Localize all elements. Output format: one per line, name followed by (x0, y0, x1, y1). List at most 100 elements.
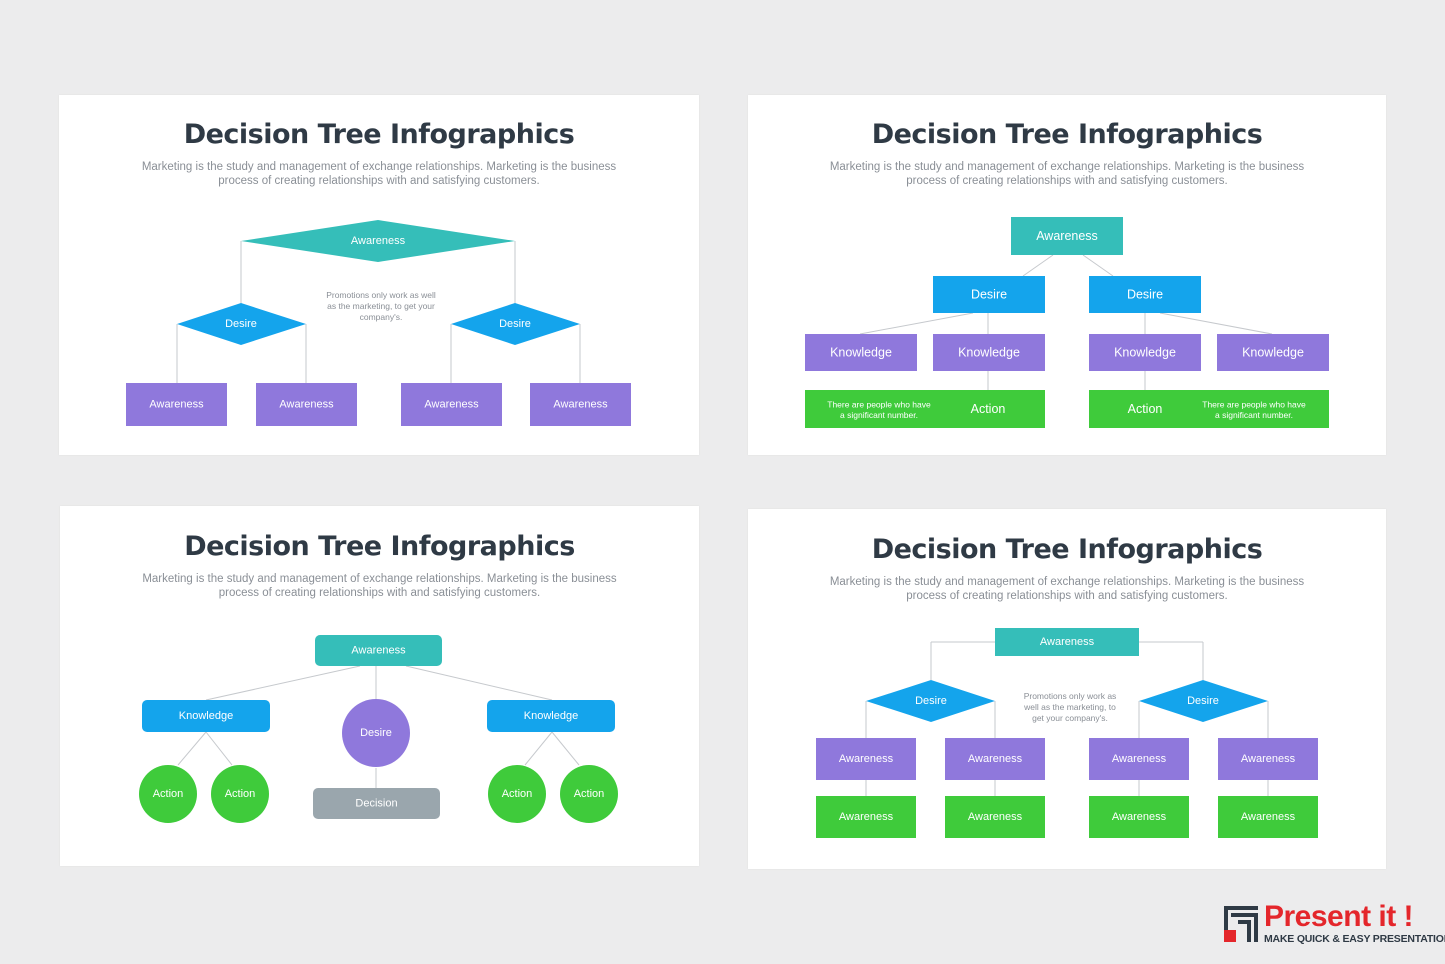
node-knowledge-1: Knowledge (805, 334, 917, 371)
svg-text:Awareness: Awareness (279, 399, 334, 411)
slide-subtitle: Marketing is the study and management of… (142, 573, 617, 599)
slide-title: Decision Tree Infographics (183, 119, 575, 150)
svg-text:Awareness: Awareness (1040, 636, 1095, 648)
svg-text:Awareness: Awareness (424, 399, 479, 411)
node-desire-left: Desire (177, 303, 306, 345)
svg-text:Desire: Desire (360, 727, 392, 739)
node-desire-right: Desire (451, 303, 580, 345)
node-awareness-purple-2: Awareness (945, 738, 1045, 780)
brand-tagline: MAKE QUICK & EASY PRESENTATIONS (1264, 933, 1445, 945)
svg-text:company's.: company's. (360, 312, 403, 322)
svg-text:Desire: Desire (225, 318, 257, 330)
node-action-right: Action There are people who have a signi… (1089, 390, 1329, 428)
svg-text:Action: Action (225, 788, 256, 800)
brand-logo: Present it ! MAKE QUICK & EASY PRESENTAT… (1222, 900, 1445, 950)
svg-text:Action: Action (1128, 402, 1163, 416)
leaf-awareness-1: Awareness (126, 383, 227, 426)
slide-title: Decision Tree Infographics (184, 531, 575, 562)
svg-text:Knowledge: Knowledge (1242, 346, 1304, 360)
svg-text:a significant number.: a significant number. (840, 410, 918, 420)
node-decision: Decision (313, 788, 440, 819)
node-desire-right: Desire (1139, 680, 1268, 722)
svg-text:well as the marketing, to: well as the marketing, to (1023, 702, 1116, 712)
node-awareness-purple-3: Awareness (1089, 738, 1189, 780)
svg-text:Action: Action (502, 788, 533, 800)
svg-text:as the marketing, to get your: as the marketing, to get your (327, 301, 435, 311)
node-action-1: Action (139, 765, 197, 823)
slide-subtitle: Marketing is the study and management of… (829, 161, 1305, 187)
stacked-bars-icon (1224, 906, 1258, 942)
svg-text:Promotions only work as: Promotions only work as (1024, 691, 1117, 701)
leaf-awareness-3: Awareness (401, 383, 502, 426)
node-action-left: There are people who have a significant … (805, 390, 1045, 428)
decision-tree-diagram-2: Awareness Desire Desire Knowledge Knowle… (805, 217, 1329, 428)
decision-tree-diagram-3: Awareness Knowledge Knowledge Desire Dec… (139, 635, 618, 823)
svg-text:a significant number.: a significant number. (1215, 410, 1293, 420)
svg-text:Action: Action (971, 402, 1006, 416)
svg-text:Knowledge: Knowledge (179, 710, 233, 722)
svg-text:Awareness: Awareness (1112, 811, 1167, 823)
slide-title: Decision Tree Infographics (871, 119, 1263, 150)
svg-text:Awareness: Awareness (968, 811, 1023, 823)
decision-tree-diagram-4: Awareness Desire Desire Promotions only … (816, 628, 1318, 838)
node-awareness-green-4: Awareness (1218, 796, 1318, 838)
svg-text:Action: Action (153, 788, 184, 800)
node-awareness-root: Awareness (315, 635, 442, 666)
node-action-3: Action (488, 765, 546, 823)
node-awareness-green-2: Awareness (945, 796, 1045, 838)
svg-text:Action: Action (574, 788, 605, 800)
annotation-note: Promotions only work as well as the mark… (326, 290, 436, 322)
node-knowledge-right: Knowledge (487, 700, 615, 732)
svg-text:Knowledge: Knowledge (524, 710, 578, 722)
slide-subtitle: Marketing is the study and management of… (141, 161, 617, 187)
slide-2: Decision Tree Infographics Marketing is … (748, 95, 1386, 455)
leaf-awareness-4: Awareness (530, 383, 631, 426)
svg-text:Awareness: Awareness (553, 399, 608, 411)
node-knowledge-left: Knowledge (142, 700, 270, 732)
decision-tree-diagram-1: Awareness Desire Desire Promotions only … (126, 220, 631, 426)
svg-text:Awareness: Awareness (1036, 229, 1098, 243)
svg-text:Awareness: Awareness (1241, 811, 1296, 823)
annotation-note: Promotions only work as well as the mark… (1023, 691, 1116, 723)
node-awareness-green-3: Awareness (1089, 796, 1189, 838)
svg-text:Awareness: Awareness (351, 235, 406, 247)
svg-text:Awareness: Awareness (1241, 753, 1296, 765)
node-desire: Desire (342, 699, 410, 767)
node-desire-right: Desire (1089, 276, 1201, 313)
svg-text:Promotions only work as well: Promotions only work as well (326, 290, 436, 300)
node-action-2: Action (211, 765, 269, 823)
slide-4: Decision Tree Infographics Marketing is … (748, 509, 1386, 869)
svg-text:Awareness: Awareness (839, 753, 894, 765)
svg-text:Desire: Desire (971, 288, 1007, 302)
node-action-4: Action (560, 765, 618, 823)
svg-text:Awareness: Awareness (149, 399, 204, 411)
svg-text:Awareness: Awareness (839, 811, 894, 823)
svg-text:Desire: Desire (1127, 288, 1163, 302)
node-awareness-root: Awareness (995, 628, 1139, 656)
node-knowledge-3: Knowledge (1089, 334, 1201, 371)
svg-text:Awareness: Awareness (1112, 753, 1167, 765)
svg-text:Awareness: Awareness (351, 645, 406, 657)
slide-subtitle: Marketing is the study and management of… (829, 576, 1305, 602)
svg-text:Knowledge: Knowledge (1114, 346, 1176, 360)
leaf-awareness-2: Awareness (256, 383, 357, 426)
node-awareness-purple-1: Awareness (816, 738, 916, 780)
node-awareness-green-1: Awareness (816, 796, 916, 838)
svg-text:Knowledge: Knowledge (958, 346, 1020, 360)
svg-text:There are people who have: There are people who have (1202, 400, 1306, 410)
svg-text:Desire: Desire (1187, 695, 1219, 707)
node-awareness-root: Awareness (1011, 217, 1123, 255)
svg-text:get your company's.: get your company's. (1032, 713, 1108, 723)
node-knowledge-2: Knowledge (933, 334, 1045, 371)
svg-text:Desire: Desire (915, 695, 947, 707)
node-awareness-root: Awareness (241, 220, 515, 262)
slide-title: Decision Tree Infographics (871, 534, 1263, 565)
node-knowledge-4: Knowledge (1217, 334, 1329, 371)
svg-text:Desire: Desire (499, 318, 531, 330)
node-desire-left: Desire (866, 680, 995, 722)
node-awareness-purple-4: Awareness (1218, 738, 1318, 780)
slide-3: Decision Tree Infographics Marketing is … (60, 506, 699, 866)
svg-text:There are people who have: There are people who have (827, 400, 931, 410)
slide-1: Decision Tree Infographics Marketing is … (59, 95, 699, 455)
brand-name: Present it ! (1264, 900, 1414, 933)
